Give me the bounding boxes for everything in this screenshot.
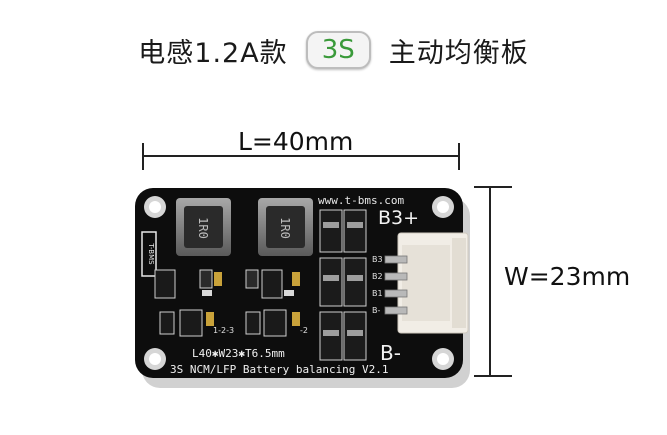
balance-wire-connector (384, 232, 469, 334)
chip-pad (323, 275, 339, 281)
length-dimension-line (142, 143, 460, 170)
title-left-text: 电感1.2A款 (138, 37, 288, 69)
connector-pin-label: B2 (372, 272, 383, 281)
mounting-hole (144, 348, 166, 370)
connector-pin-label: B- (372, 306, 380, 315)
connector-pin-label: B1 (372, 289, 383, 298)
mounting-hole (144, 196, 166, 218)
length-dimension-label: L=40mm (238, 127, 354, 156)
chip-pad (323, 222, 339, 228)
cell-label: 1-2-3 (213, 326, 234, 335)
inductor: 1R0 (176, 198, 231, 256)
series-badge: 3S (305, 31, 371, 69)
inductor: 1R0 (258, 198, 313, 256)
size-marking: L40✱W23✱T6.5mm (192, 347, 285, 360)
chip-pad (347, 222, 363, 228)
width-dimension-line (474, 186, 512, 377)
side-marking-box (141, 231, 157, 277)
inductor-label: 1R0 (278, 217, 292, 239)
connector-pin-label: B3 (372, 255, 383, 264)
terminal-b3-plus-label: B3+ (378, 207, 419, 229)
chip-pad (347, 330, 363, 336)
terminal-b-minus-label: B- (380, 341, 401, 365)
smd-chip-group (319, 209, 367, 361)
product-marking: 3S NCM/LFP Battery balancing V2.1 (170, 363, 389, 376)
inductor-label: 1R0 (196, 217, 210, 239)
product-title: 电感1.2A款 3S 主动均衡板 (0, 26, 667, 74)
cell-label: -2 (300, 326, 308, 335)
side-marking-text: T-BMS (147, 242, 155, 265)
mounting-hole (432, 196, 454, 218)
website-marking: www.t-bms.com (318, 194, 404, 207)
mounting-hole (432, 348, 454, 370)
width-dimension-label: W=23mm (504, 262, 631, 291)
smd-component-group (154, 269, 300, 337)
chip-pad (347, 275, 363, 281)
chip-pad (323, 330, 339, 336)
title-right-text: 主动均衡板 (388, 37, 529, 69)
